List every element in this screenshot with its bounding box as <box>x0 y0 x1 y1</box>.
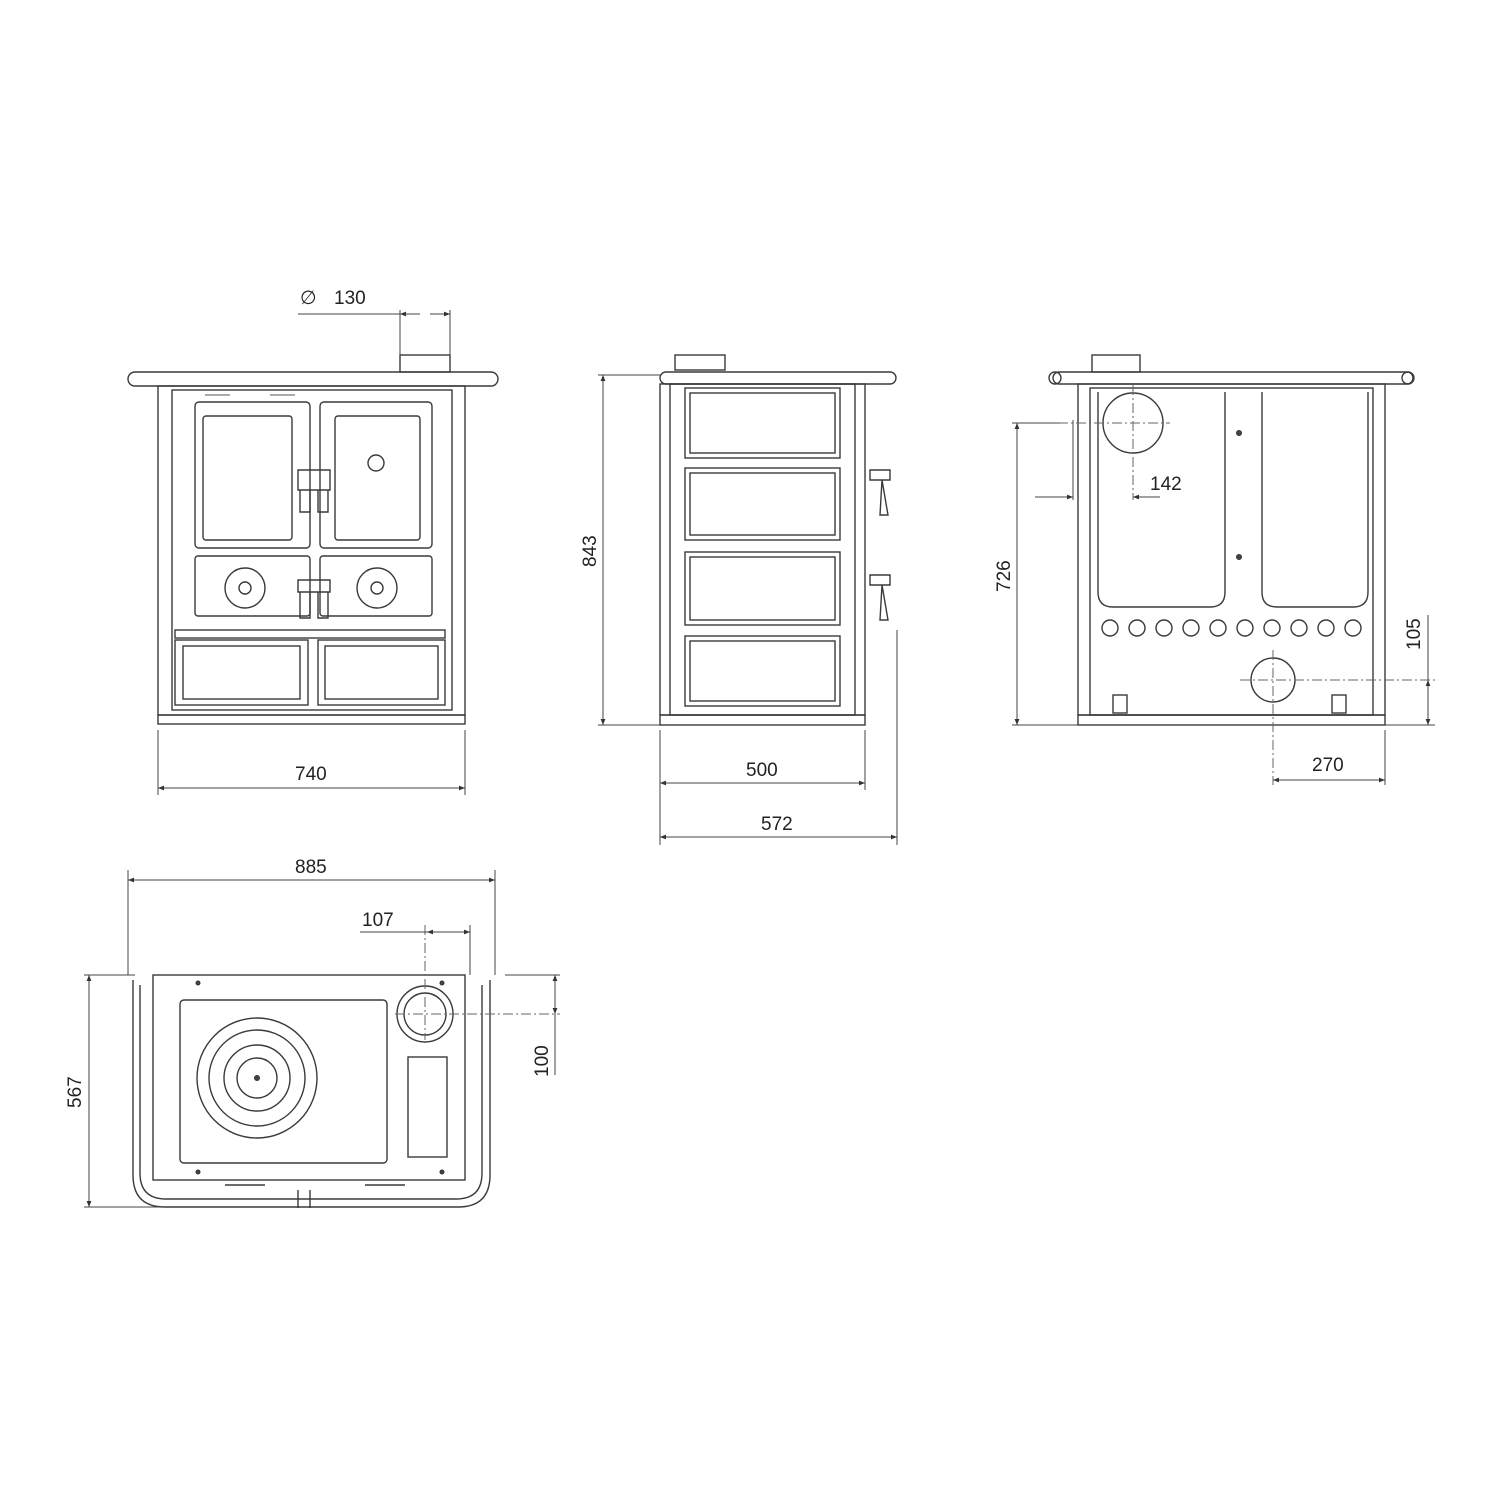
air-regulator-icon <box>356 567 398 609</box>
rear-view: 726 142 105 270 <box>994 354 1435 785</box>
thermometer-icon <box>367 454 385 472</box>
top-rail-outline <box>132 980 491 1208</box>
ash-door-right <box>319 555 433 617</box>
drawer-right <box>317 639 446 706</box>
flue-pipe <box>399 354 451 373</box>
dim-flue-diameter: 130 <box>334 288 366 309</box>
side-body <box>659 383 866 716</box>
air-regulator-icon <box>224 567 266 609</box>
side-view: 843 500 572 <box>580 354 898 845</box>
door-handle-icon <box>297 469 331 513</box>
body <box>157 385 466 716</box>
dim-top-depth: 567 <box>65 1076 86 1108</box>
cooking-plate <box>179 999 388 1164</box>
dim-front-width: 740 <box>295 764 327 785</box>
dim-top-flue-offset-y: 100 <box>532 1045 553 1077</box>
dim-depth-body: 500 <box>746 760 778 781</box>
dim-flue-offset: 142 <box>1150 474 1182 495</box>
rear-body <box>1077 383 1386 716</box>
door-handle-icon <box>297 579 331 619</box>
dim-top-width: 885 <box>295 857 327 878</box>
dim-top-flue-offset-x: 107 <box>362 910 394 931</box>
firebox-door <box>319 401 433 549</box>
ash-door-left <box>194 555 311 617</box>
diameter-symbol: ∅ <box>300 288 317 309</box>
vent-holes <box>1101 619 1362 637</box>
dim-height: 843 <box>580 535 601 567</box>
side-handle-icon <box>869 574 891 621</box>
top-view: 885 107 567 100 <box>65 857 560 1208</box>
oven-door <box>194 401 311 549</box>
base <box>157 714 466 725</box>
hob-top <box>152 974 466 1181</box>
drawer-left <box>174 639 309 706</box>
dim-depth-total: 572 <box>761 814 793 835</box>
side-handle-icon <box>869 469 891 516</box>
firebox-cover <box>407 1056 448 1158</box>
top-rail <box>127 371 499 387</box>
front-view: ∅ 130 740 <box>127 288 499 795</box>
dim-rear-outlet-offset: 270 <box>1312 755 1344 776</box>
dim-flue-height: 726 <box>994 560 1015 592</box>
dim-rear-outlet-height: 105 <box>1404 618 1425 650</box>
